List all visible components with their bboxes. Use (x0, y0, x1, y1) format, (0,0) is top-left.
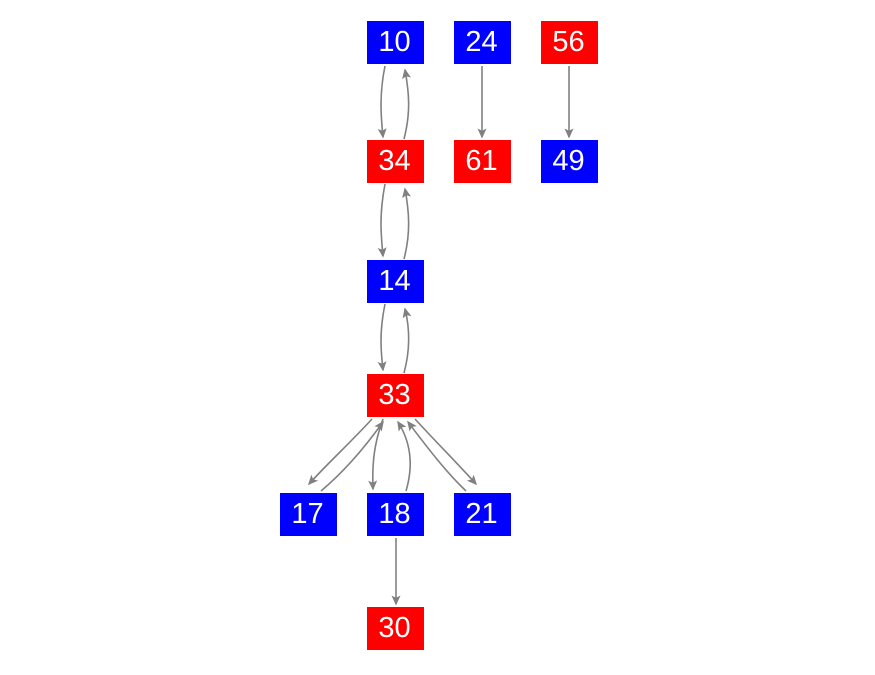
edge-33-to-18 (368, 418, 384, 491)
edge-18-to-33 (397, 420, 411, 492)
edge-33-to-14 (402, 307, 412, 374)
edge-17-to-33 (320, 420, 384, 492)
graph-node-21[interactable]: 21 (454, 493, 511, 536)
graph-node-17[interactable]: 17 (280, 493, 337, 536)
graph-node-49[interactable]: 49 (541, 140, 598, 183)
graph-node-30[interactable]: 30 (367, 607, 424, 650)
graph-node-24[interactable]: 24 (454, 21, 511, 64)
graph-node-61[interactable]: 61 (454, 140, 511, 183)
graph-node-18[interactable]: 18 (367, 493, 424, 536)
edge-21-to-33 (407, 420, 467, 492)
edge-14-to-34 (402, 187, 411, 260)
graph-node-33[interactable]: 33 (367, 374, 424, 417)
edge-34-to-14 (377, 183, 387, 258)
graph-node-14[interactable]: 14 (367, 260, 424, 303)
edge-14-to-33 (377, 303, 387, 372)
edge-33-to-17 (307, 418, 373, 486)
edge-34-to-10 (402, 68, 411, 140)
graph-node-10[interactable]: 10 (367, 21, 424, 64)
graph-node-34[interactable]: 34 (367, 140, 424, 183)
graph-node-56[interactable]: 56 (541, 21, 598, 64)
edge-10-to-34 (377, 65, 387, 139)
edge-33-to-21 (414, 418, 478, 486)
